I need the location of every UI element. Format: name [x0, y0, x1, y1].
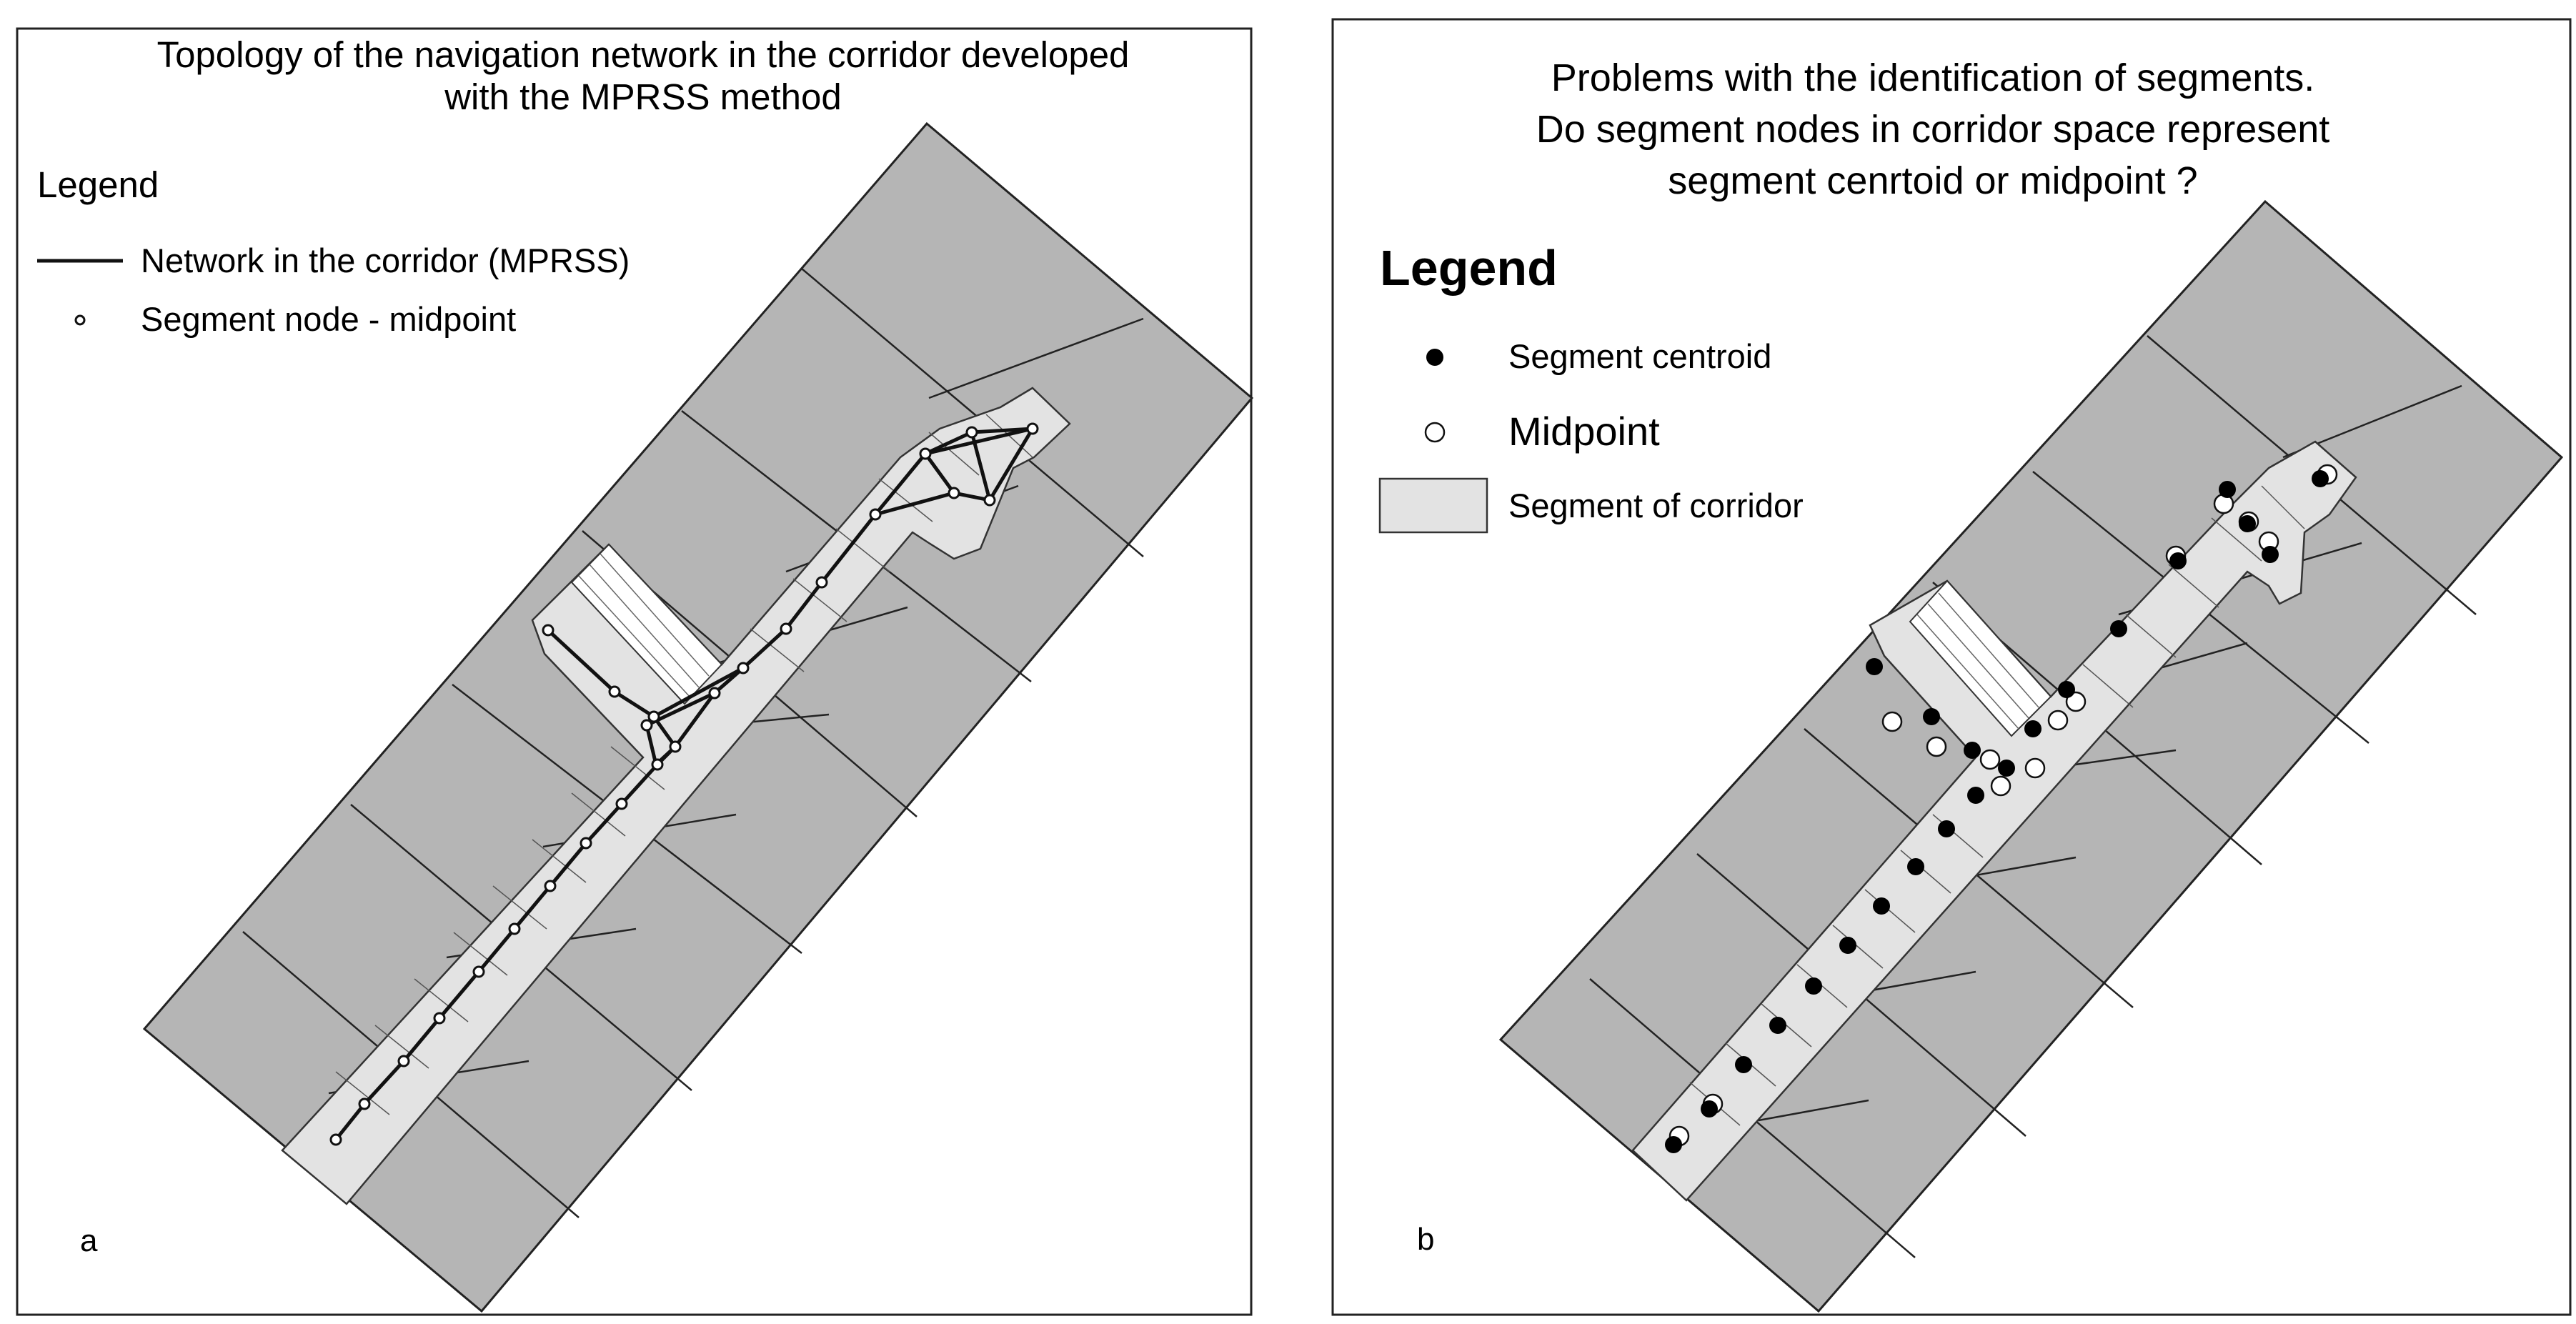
legend-b-item-centroid: Segment centroid — [1508, 337, 1772, 375]
legend-b-item-midpoint: Midpoint — [1508, 409, 1660, 454]
legend-segment-symbol — [1378, 477, 1488, 534]
panel-a: Topology of the navigation network in th… — [0, 0, 1286, 1324]
stair-block — [570, 543, 723, 705]
stair-hatching-b — [1916, 592, 2039, 730]
panel-b: Problems with the identification of segm… — [1290, 0, 2576, 1324]
panel-a-map — [16, 27, 1254, 1316]
panel-b-tag: b — [1417, 1222, 1435, 1257]
legend-b-heading: Legend — [1380, 240, 1558, 296]
legend-a-backdrop — [29, 179, 693, 350]
panel-b-building — [1498, 199, 2564, 1313]
legend-centroid-symbol — [1426, 349, 1443, 366]
panel-a-tag: a — [80, 1223, 98, 1258]
panel-b-map — [1331, 18, 2572, 1316]
panel-a-title-line-1: Topology of the navigation network in th… — [156, 34, 1130, 75]
corridor — [281, 387, 1071, 1205]
legend-a-item-midpoint: Segment node - midpoint — [141, 300, 517, 338]
corridor-segment-lines — [335, 414, 1033, 1115]
panel-b-title-line-3: segment cenrtoid or midpoint ? — [1668, 159, 2198, 202]
centroid-markers — [1665, 470, 2329, 1153]
midpoint-nodes — [329, 422, 1039, 1146]
legend-a-heading: Legend — [37, 164, 159, 205]
stair-hatching — [578, 553, 710, 698]
legend-a-item-network: Network in the corridor (MPRSS) — [141, 242, 630, 279]
panel-b-title-line-1: Problems with the identification of segm… — [1551, 56, 2315, 99]
legend-node-symbol — [74, 314, 86, 326]
legend-midpoint-symbol — [1424, 422, 1446, 443]
legend-b-item-segment: Segment of corridor — [1508, 487, 1804, 524]
corridor-b — [1631, 440, 2357, 1202]
panel-b-title-line-2: Do segment nodes in corridor space repre… — [1536, 107, 2330, 151]
panel-b-title: Problems with the identification of segm… — [1290, 53, 2576, 206]
panel-a-title: Topology of the navigation network in th… — [0, 34, 1286, 118]
panel-a-title-line-2: with the MPRSS method — [444, 76, 842, 117]
stair-block-b — [1909, 579, 2052, 737]
